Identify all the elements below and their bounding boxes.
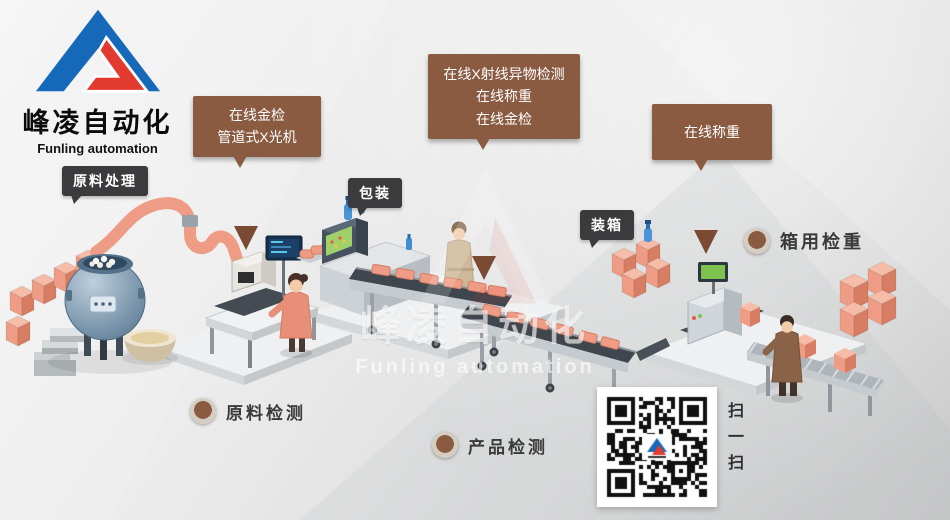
brand-logo: 峰凌自动化 Funling automation <box>10 6 185 156</box>
station-raw-detect-label: 原料检测 <box>226 403 306 423</box>
qr-code-icon <box>599 389 715 505</box>
down-arrow-icon <box>472 256 496 280</box>
station-dot-icon <box>432 432 458 458</box>
callout-tail <box>694 159 708 172</box>
scan-label: 扫一扫 <box>725 402 742 480</box>
station-box-weigh: 箱用检重 <box>744 228 864 254</box>
station-box-weigh-label: 箱用检重 <box>780 232 864 252</box>
qr-code <box>597 387 717 507</box>
mixing-bowl-illustration <box>122 329 178 365</box>
down-arrow-icon <box>234 226 258 250</box>
brand-name-en: Funling automation <box>37 141 158 156</box>
callout-xray-line2: 在线称重 <box>476 88 532 105</box>
down-arrow-icon <box>694 230 718 254</box>
label-packaging: 包装 <box>348 178 402 216</box>
label-raw-material-processing: 原料处理 <box>62 166 148 204</box>
label-boxing: 装箱 <box>580 210 634 248</box>
callout-xray-line3: 在线金检 <box>476 110 532 127</box>
station-product-detect-label: 产品检测 <box>468 437 548 457</box>
callout-weighing: 在线称重 <box>652 104 772 172</box>
callout-weighing-line1: 在线称重 <box>684 124 740 140</box>
callout-metal-check-line1: 在线金检 <box>229 107 285 123</box>
finished-box-stacks-illustration <box>838 261 898 338</box>
callout-xray-line1: 在线X射线异物检测 <box>443 66 565 82</box>
station-dot-icon <box>744 228 770 254</box>
station-product-detect: 产品检测 <box>432 432 548 458</box>
brand-logo-icon <box>35 9 160 93</box>
callout-tail <box>476 138 490 151</box>
station-raw-detect: 原料检测 <box>190 398 306 424</box>
callout-tail <box>233 155 247 168</box>
station-dot-icon <box>190 398 216 424</box>
brand-name-cn: 峰凌自动化 <box>22 108 173 138</box>
callout-xray-combo: 在线X射线异物检测 在线称重 在线金检 <box>428 54 580 151</box>
callout-metal-check-line2: 管道式X光机 <box>217 129 297 146</box>
callout-metal-check: 在线金检 管道式X光机 <box>193 96 321 168</box>
